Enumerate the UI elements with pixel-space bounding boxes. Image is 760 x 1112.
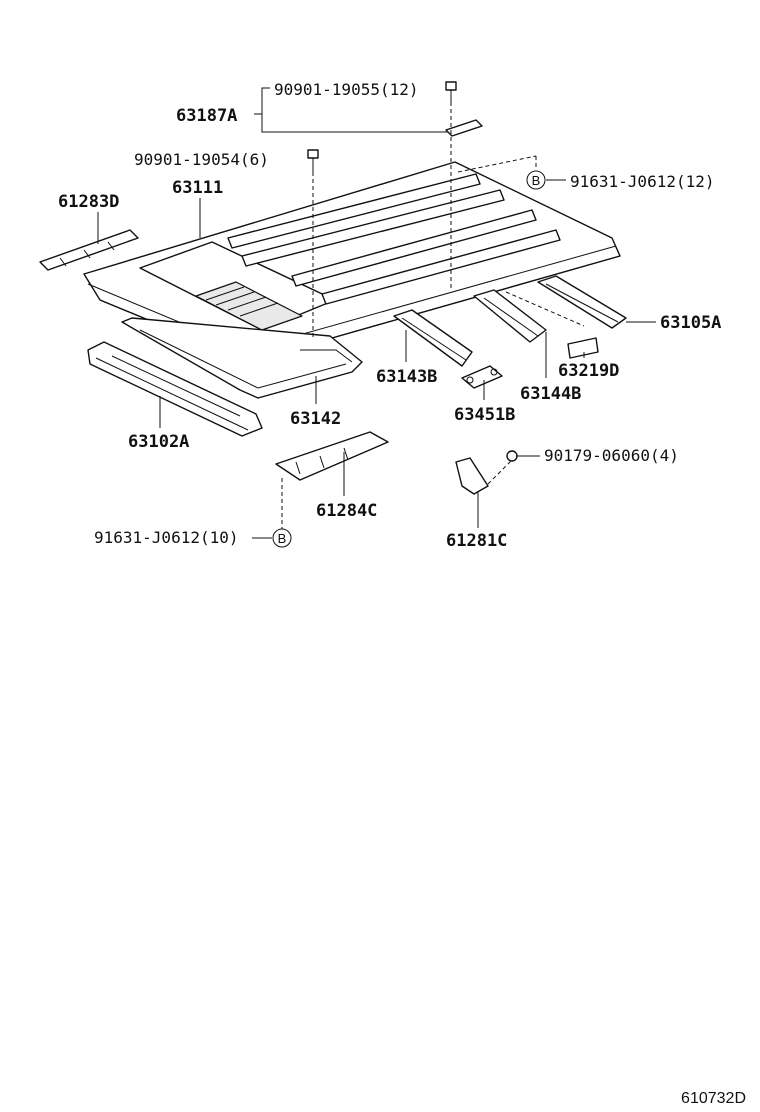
b-marker-bottom-label: B: [278, 531, 287, 546]
part-label-63143b: 63143B: [376, 367, 437, 387]
roof-bow-63105a-drawing: [537, 275, 627, 329]
part-label-90901-19054: 90901-19054(6): [134, 150, 269, 169]
front-header-63102a-drawing: [87, 341, 263, 437]
bracket-61284c-drawing: [275, 431, 389, 481]
roof-bow-63144b-drawing: [473, 289, 547, 343]
bracket-61281c-drawing: [455, 457, 489, 495]
diagram-code: 610732D: [681, 1090, 746, 1107]
part-label-61281c: 61281C: [446, 531, 507, 551]
bracket-61283d-drawing: [39, 229, 139, 271]
part-label-61284c: 61284C: [316, 501, 377, 521]
b-marker-top: B: [526, 170, 546, 190]
part-label-63105a: 63105A: [660, 313, 721, 333]
sunroof-reinforcement-63142-drawing: [121, 317, 363, 399]
part-label-63102a: 63102A: [128, 432, 189, 452]
roof-bow-63143b-drawing: [393, 309, 473, 367]
part-label-91631-j0612-12: 91631-J0612(12): [570, 172, 715, 191]
part-label-90179-06060: 90179-06060(4): [544, 446, 679, 465]
part-label-63219d: 63219D: [558, 361, 619, 381]
part-label-61283d: 61283D: [58, 192, 119, 212]
part-label-63142: 63142: [290, 409, 341, 429]
part-label-63111: 63111: [172, 178, 223, 198]
part-label-90901-19055: 90901-19055(12): [274, 80, 419, 99]
nut-icon: [506, 450, 518, 462]
pad-63219d-drawing: [567, 337, 599, 359]
roof-panel-drawing: [83, 161, 621, 363]
b-marker-top-label: B: [532, 173, 541, 188]
part-label-63187a: 63187A: [176, 106, 237, 126]
bolt-icon: [307, 149, 319, 172]
part-label-63144b: 63144B: [520, 384, 581, 404]
bolt-icon: [445, 81, 457, 102]
bracket-63451b-drawing: [461, 365, 503, 389]
b-marker-bottom: B: [272, 528, 292, 548]
bracket-63187a-drawing: [445, 119, 483, 137]
part-label-91631-j0612-10: 91631-J0612(10): [94, 528, 239, 547]
leader-lines: [97, 87, 656, 539]
part-label-63451b: 63451B: [454, 405, 515, 425]
